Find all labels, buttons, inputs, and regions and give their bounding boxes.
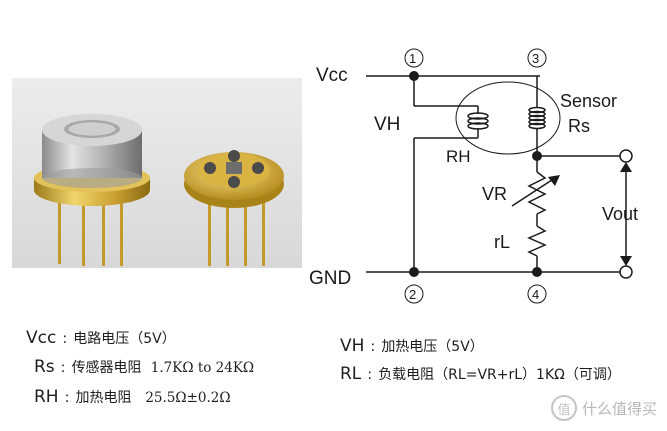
circuit-diagram: Vcc GND VH RH Sensor Rs VR rL Vout 1 3 2…	[309, 48, 638, 304]
junction-pin-2	[409, 267, 419, 277]
legend-vcc: Vcc:电路电压（5V）	[26, 328, 176, 348]
sensor-photo	[12, 78, 302, 268]
rl-resistor	[527, 225, 547, 257]
pin-4-number: 4	[532, 287, 539, 302]
junction-output	[532, 151, 542, 161]
vr-arrowhead	[548, 175, 560, 186]
pin-3-marker	[527, 48, 547, 68]
vcc-label: Vcc	[316, 65, 348, 86]
legend-rl-symbol: RL	[340, 364, 362, 384]
legend-vh-symbol: VH	[340, 336, 365, 356]
vr-label: VR	[482, 184, 507, 204]
rl-label: rL	[494, 232, 510, 252]
vr-resistor	[527, 171, 547, 215]
pin-1-marker	[404, 48, 424, 68]
legend-rh-value: 25.5Ω±0.2Ω	[145, 390, 231, 406]
sensor-label: Sensor	[560, 91, 617, 111]
legend-rs-value: 1.7KΩ to 24KΩ	[150, 360, 255, 376]
legend-rl-text: 负载电阻（RL=VR+rL）1KΩ（可调）	[378, 367, 621, 383]
legend-vh-text: 加热电压（5V）	[381, 339, 484, 355]
legend-rs-symbol: Rs	[34, 357, 55, 377]
pin-2-marker	[404, 284, 424, 304]
sensor-can-right	[184, 150, 284, 266]
watermark-logo-icon: 值	[550, 395, 577, 421]
sensor-boundary	[455, 81, 561, 155]
junction-pin-1	[409, 71, 419, 81]
legend-rh: RH:加热电阻 25.5Ω±0.2Ω	[34, 387, 231, 407]
legend-rs: Rs:传感器电阻 1.7KΩ to 24KΩ	[34, 357, 255, 377]
legend-vcc-symbol: Vcc	[26, 328, 57, 348]
legend-vh: VH:加热电压（5V）	[340, 336, 484, 356]
legend-rh-symbol: RH	[34, 387, 59, 407]
pin-1-number: 1	[409, 51, 416, 66]
sensor-can-left	[34, 114, 150, 266]
watermark-text: 什么值得买	[581, 399, 657, 418]
watermark: 值 什么值得买	[550, 395, 657, 421]
vout-label: Vout	[602, 204, 638, 224]
legend-vcc-text: 电路电压（5V）	[73, 331, 176, 347]
pin-4-marker	[527, 284, 547, 304]
pin-3-number: 3	[532, 51, 539, 66]
legend-rl: RL:负载电阻（RL=VR+rL）1KΩ（可调）	[340, 364, 621, 384]
junction-pin-4	[532, 267, 542, 277]
legend-rs-text: 传感器电阻	[71, 360, 142, 376]
legend-rh-text: 加热电阻	[75, 390, 132, 406]
vout-terminal-top	[619, 149, 633, 163]
pin-2-number: 2	[409, 287, 416, 302]
gnd-label: GND	[309, 268, 351, 289]
vout-terminal-bottom	[619, 265, 633, 279]
vh-label: VH	[374, 114, 400, 135]
vout-arrowhead-up	[620, 162, 632, 172]
rh-label: RH	[446, 147, 471, 166]
rs-label: Rs	[568, 116, 590, 136]
vout-arrowhead-down	[620, 256, 632, 266]
